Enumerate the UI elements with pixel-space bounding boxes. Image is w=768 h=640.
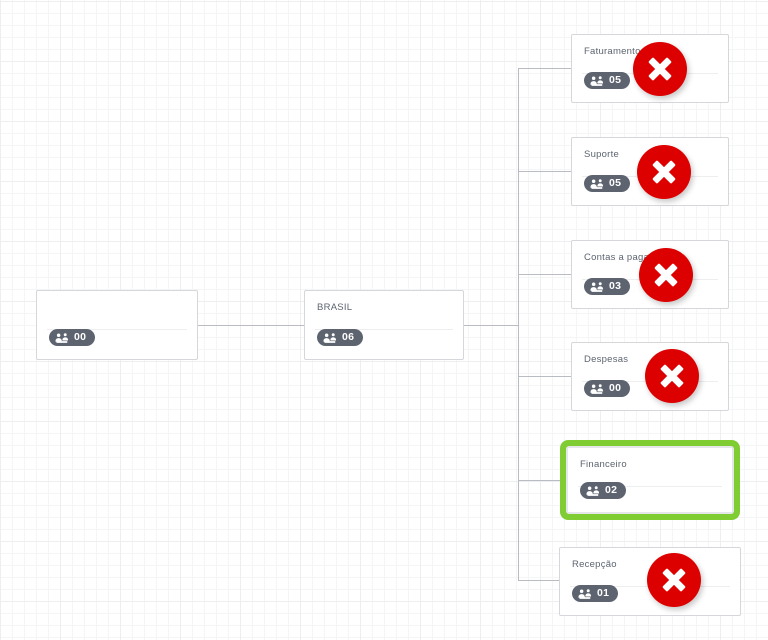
remove-node-button-faturamento[interactable] <box>633 42 687 96</box>
org-node-title: Faturamento <box>584 46 641 57</box>
users-icon <box>590 178 604 190</box>
close-circle-icon <box>657 361 687 391</box>
users-icon <box>590 281 604 293</box>
org-node-root[interactable]: 00 <box>36 290 198 360</box>
connector-branch-suporte <box>518 171 571 172</box>
remove-node-button-recepcao[interactable] <box>647 553 701 607</box>
org-node-body: Financeiro 02 <box>568 448 732 512</box>
employee-count-value: 00 <box>609 381 622 394</box>
connector-trunk-vertical <box>518 68 519 580</box>
org-node-title: Despesas <box>584 354 629 365</box>
users-icon <box>590 383 604 395</box>
org-node-title: Suporte <box>584 149 620 160</box>
connector-branch-recepcao <box>518 580 559 581</box>
employee-count-badge[interactable]: 00 <box>584 380 631 397</box>
close-circle-icon <box>651 260 681 290</box>
org-node-divider <box>315 329 453 330</box>
org-node-financeiro[interactable]: Financeiro 02 <box>566 446 734 514</box>
connector-brasil-to-trunk <box>464 325 518 326</box>
employee-count-badge[interactable]: 01 <box>572 585 619 602</box>
connector-branch-contas-a-pagar <box>518 274 571 275</box>
employee-count-value: 00 <box>74 330 87 343</box>
org-node-body: 00 <box>37 291 197 359</box>
employee-count-value: 06 <box>342 330 355 343</box>
org-node-title: BRASIL <box>317 302 353 313</box>
users-icon <box>590 75 604 87</box>
remove-node-button-suporte[interactable] <box>637 145 691 199</box>
org-node-body: BRASIL 06 <box>305 291 463 359</box>
close-circle-icon <box>659 565 689 595</box>
employee-count-badge[interactable]: 06 <box>317 329 364 346</box>
connector-root-to-brasil <box>198 325 304 326</box>
employee-count-badge[interactable]: 05 <box>584 175 631 192</box>
close-circle-icon <box>649 157 679 187</box>
employee-count-value: 05 <box>609 73 622 86</box>
org-node-divider <box>47 329 187 330</box>
employee-count-value: 05 <box>609 176 622 189</box>
users-icon <box>55 332 69 344</box>
org-node-title: Recepção <box>572 559 617 570</box>
org-node-brasil[interactable]: BRASIL 06 <box>304 290 464 360</box>
org-node-recepcao[interactable]: Recepção 01 <box>559 547 741 616</box>
org-node-title: Financeiro <box>580 459 627 470</box>
connector-branch-despesas <box>518 376 571 377</box>
users-icon <box>586 485 600 497</box>
employee-count-value: 03 <box>609 279 622 292</box>
remove-node-button-contas-a-pagar[interactable] <box>639 248 693 302</box>
employee-count-badge[interactable]: 03 <box>584 278 631 295</box>
employee-count-badge[interactable]: 02 <box>580 482 627 499</box>
employee-count-badge[interactable]: 00 <box>49 329 96 346</box>
org-node-title: Contas a pagar <box>584 252 653 263</box>
remove-node-button-despesas[interactable] <box>645 349 699 403</box>
employee-count-value: 01 <box>597 586 610 599</box>
close-circle-icon <box>645 54 675 84</box>
org-node-divider <box>578 486 722 487</box>
employee-count-value: 02 <box>605 483 618 496</box>
connector-branch-financeiro <box>518 480 566 481</box>
users-icon <box>578 588 592 600</box>
users-icon <box>323 332 337 344</box>
connector-branch-faturamento <box>518 68 571 69</box>
employee-count-badge[interactable]: 05 <box>584 72 631 89</box>
